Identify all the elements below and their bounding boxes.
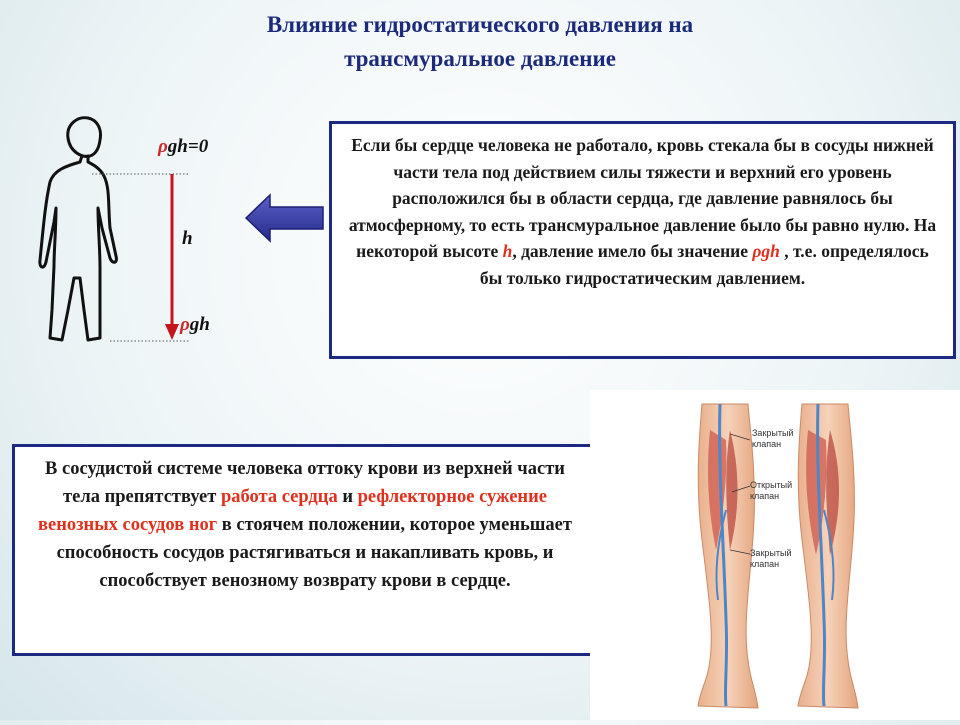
leg-anatomy-icon	[697, 403, 859, 709]
explanation-box-hydrostatic: Если бы сердце человека не работало, кро…	[329, 121, 956, 359]
height-label: h	[182, 228, 193, 249]
page-title: Влияние гидростатического давления на тр…	[150, 8, 810, 76]
bottom-pressure-label: ρgh	[180, 314, 210, 335]
highlight-heart-work: работа сердца	[221, 487, 338, 507]
label-open-valve: Открытый клапан	[750, 480, 793, 501]
explanation-box-venous-return: В сосудистой системе человека оттоку кро…	[12, 444, 598, 656]
human-figure-diagram: ρgh=0 h ρgh	[30, 110, 250, 360]
arrow-left-icon	[244, 193, 324, 243]
title-line-1: Влияние гидростатического давления на	[266, 12, 694, 37]
label-closed-valve-bottom: Закрытый клапан	[750, 548, 792, 569]
highlight-venous-constriction: рефлекторное сужение венозных сосудов но…	[38, 487, 547, 535]
leg-veins-illustration: Закрытый клапан Открытый клапан Закрытый…	[590, 390, 960, 720]
human-silhouette-icon	[38, 116, 190, 342]
label-closed-valve-top: Закрытый клапан	[752, 428, 794, 449]
h-variable: h	[502, 241, 513, 261]
gh-variable: gh	[761, 241, 780, 261]
top-pressure-label: ρgh=0	[158, 136, 209, 157]
rho-variable: ρ	[752, 241, 762, 261]
title-line-2: трансмуральное давление	[344, 46, 616, 71]
